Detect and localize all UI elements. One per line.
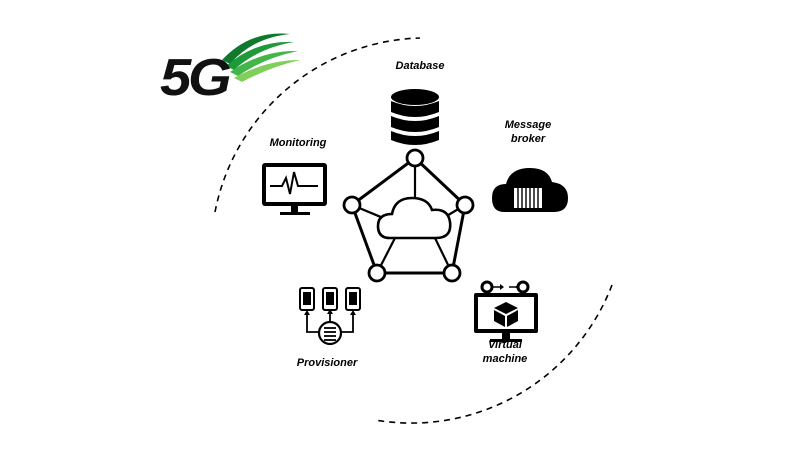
label-provisioner: Provisioner (296, 357, 358, 369)
node-right (455, 195, 475, 215)
monitoring-icon (262, 163, 327, 215)
5g-swoosh-icon (222, 33, 300, 82)
virtual-machine-monitor-icon (474, 280, 538, 342)
pentagon-edges (350, 156, 467, 275)
node-top (405, 148, 425, 168)
label-database: Database (395, 60, 445, 72)
label-monitoring: Monitoring (269, 137, 327, 149)
dashed-arc-bottom (374, 284, 613, 424)
node-bottom-left (367, 263, 387, 283)
label-virtual-machine: Virtual machine (482, 339, 528, 365)
provisioner-icon (299, 287, 361, 346)
message-broker-cloud-icon (492, 168, 568, 212)
cloud-icon (376, 196, 452, 240)
database-icon (391, 89, 439, 145)
node-left (342, 195, 362, 215)
dashed-arc-top (214, 37, 421, 213)
label-message-broker: Message broker (504, 119, 552, 145)
pentagon-nodes (342, 148, 475, 283)
5g-logo-text: 5G (160, 49, 232, 107)
node-bottom-right (442, 263, 462, 283)
